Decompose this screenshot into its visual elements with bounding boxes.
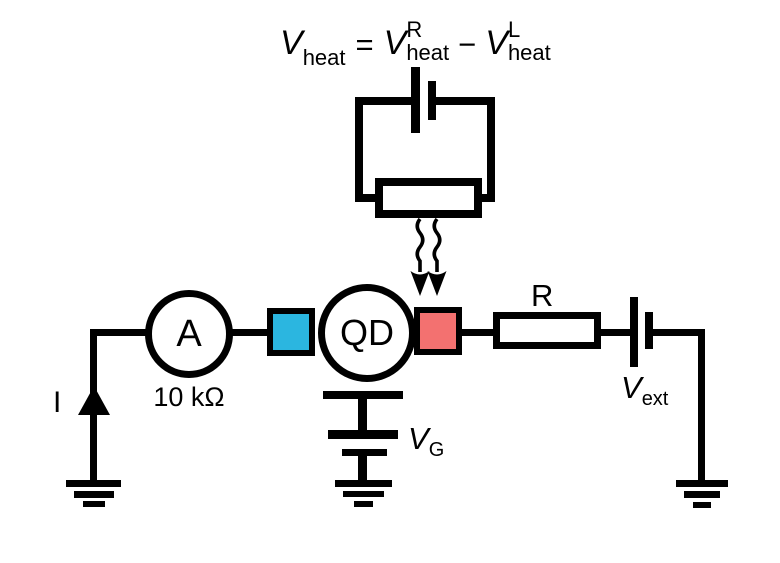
formula-v3-sup: L: [507, 17, 521, 42]
gate-stem-lower: [358, 456, 367, 480]
heater-wire-bottom-left: [355, 194, 381, 202]
formula-minus: −: [458, 27, 477, 62]
gate-ground-bar2: [343, 491, 384, 497]
heater-resistor: [375, 178, 482, 218]
wire-barrier-to-resistor: [460, 329, 497, 336]
v-ext-main: V: [621, 370, 642, 405]
formula-v3: V: [485, 24, 508, 62]
external-battery-long-plate-icon: [630, 297, 638, 367]
left-tunnel-barrier: [267, 308, 315, 356]
gate-ground-bar3: [354, 501, 373, 507]
gate-plate-top-icon: [323, 391, 403, 399]
formula-v2-sub: heat: [406, 39, 450, 65]
left-ground-icon: [66, 480, 121, 487]
external-battery-short-plate-icon: [645, 312, 653, 349]
series-resistance-label: 10 kΩ: [153, 382, 225, 412]
wire-resistor-to-battery: [599, 329, 632, 336]
heater-wire-top-right: [433, 97, 495, 105]
v-ext-label: Vext: [621, 372, 668, 409]
left-ground-bar2: [74, 491, 114, 498]
gate-capacitor-plate-upper-icon: [328, 430, 398, 439]
heater-wire-left: [355, 97, 363, 202]
wire-left-corner-horizontal: [90, 329, 150, 336]
v-ext-sub: ext: [641, 388, 669, 410]
ammeter-label: A: [176, 312, 202, 355]
current-label: I: [53, 386, 62, 419]
left-ground-bar3: [83, 501, 105, 507]
formula-v1-sub: heat: [302, 45, 346, 70]
heater-wire-right: [487, 97, 495, 202]
quantum-dot: QD: [318, 284, 416, 382]
right-ground-icon: [676, 480, 728, 487]
right-ground-bar2: [684, 491, 720, 498]
formula-v2: V: [383, 24, 407, 62]
v-gate-sub: G: [428, 439, 445, 461]
formula-v3-sub: heat: [507, 39, 551, 65]
right-ground-bar3: [693, 502, 711, 508]
formula-equals: =: [355, 27, 374, 62]
formula-v2-scripts: R heat: [406, 17, 450, 65]
v-gate-main: V: [408, 421, 429, 456]
quantum-dot-label: QD: [340, 312, 394, 353]
resistor-r: [493, 312, 601, 349]
formula-v3-scripts: L heat: [507, 17, 551, 65]
resistor-r-label: R: [531, 278, 554, 313]
wire-right-vertical: [698, 329, 705, 482]
heat-arrows-icon: [410, 217, 447, 296]
right-tunnel-barrier: [414, 307, 462, 355]
gate-ground-icon: [335, 480, 392, 487]
formula-v1: V: [280, 24, 303, 62]
heater-wire-top-left: [355, 97, 415, 105]
ammeter: A: [145, 290, 233, 378]
heater-battery-short-plate-icon: [428, 81, 436, 120]
heater-wire-bottom-right: [476, 194, 495, 202]
heater-battery-long-plate-icon: [411, 67, 420, 133]
wire-ammeter-to-barrier: [230, 329, 270, 336]
gate-stem-upper: [358, 399, 367, 430]
current-arrow-icon: [78, 386, 110, 415]
formula-v2-sup: R: [406, 17, 423, 42]
gate-capacitor-plate-lower-icon: [342, 449, 387, 456]
v-gate-label: VG: [408, 423, 444, 460]
wire-battery-to-corner: [651, 329, 705, 336]
